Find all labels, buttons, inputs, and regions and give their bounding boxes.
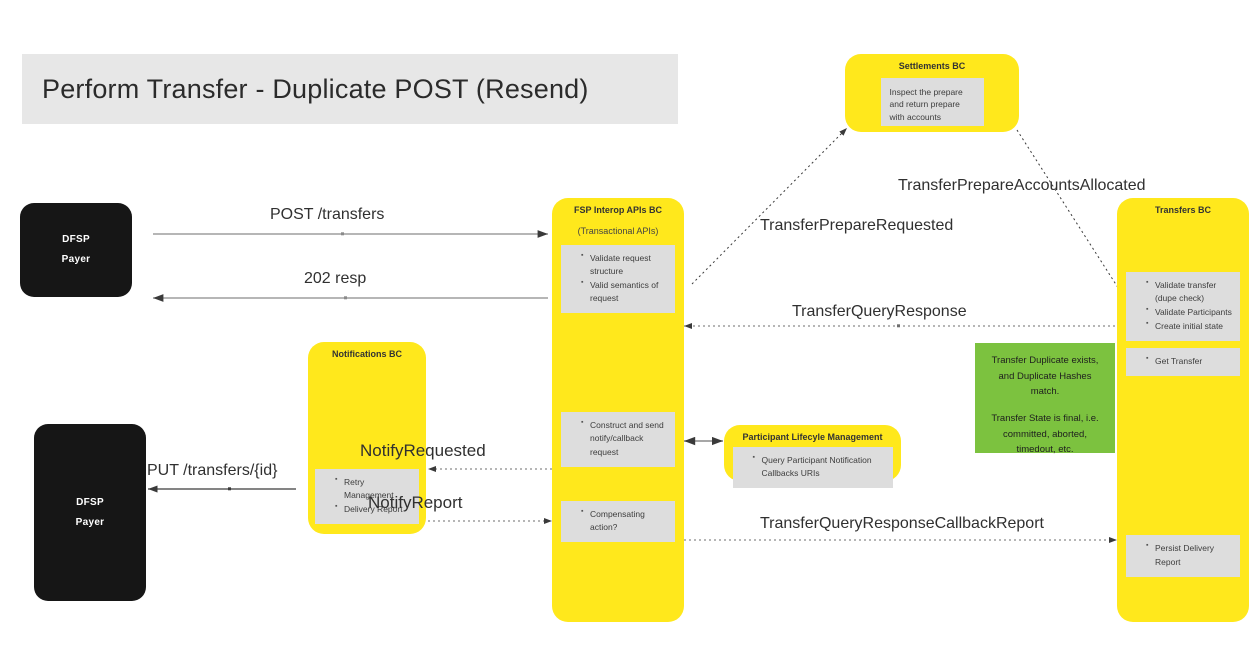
fsp-construct-item-0: Construct and send notify/callback reque…	[581, 418, 667, 459]
notifications-item-0: Retry Management	[335, 475, 411, 502]
settlements-bc-title: Settlements BC	[898, 61, 966, 71]
actor-dfsp-payer-bottom: DFSP Payer	[34, 424, 146, 601]
settlements-bc-note: Inspect the prepare and return prepare w…	[880, 77, 984, 126]
label-notify-requested: NotifyRequested	[360, 441, 486, 460]
label-notify-report: NotifyReport	[368, 493, 463, 512]
decision-note-line2: Transfer State is final, i.e. committed,…	[991, 413, 1099, 456]
edge-202-resp	[153, 294, 548, 302]
notifications-note: Retry Management Delivery Report	[315, 468, 419, 525]
participant-lifecycle-item-0: Query Participant Notification Callbacks…	[753, 453, 885, 480]
transfers-note-validate: Validate transfer (dupe check) Validate …	[1126, 271, 1240, 342]
edge-post-transfers	[153, 230, 548, 238]
lane-settlements-bc: Settlements BC Inspect the prepare and r…	[845, 54, 1019, 132]
edge-transfer-query-response	[684, 323, 1115, 329]
actor-top-line2: Payer	[61, 254, 91, 265]
fsp-validate-item-0: Validate request structure	[581, 251, 667, 278]
notifications-item-1: Delivery Report	[335, 502, 411, 516]
transfers-validate-item-2: Create initial state	[1146, 319, 1232, 333]
transfers-note-get-transfer: Get Transfer	[1126, 348, 1240, 377]
label-transfer-prepare-requested: TransferPrepareRequested	[760, 217, 954, 234]
transfers-note-persist: Persist Delivery Report	[1126, 535, 1240, 577]
actor-bottom-line1: DFSP	[76, 496, 104, 508]
title-banner: Perform Transfer - Duplicate POST (Resen…	[22, 54, 678, 124]
transfers-validate-item-1: Validate Participants	[1146, 305, 1232, 319]
edge-put-transfers-id	[148, 485, 296, 493]
participant-lifecycle-title: Participant Lifecyle Management	[742, 432, 883, 442]
transfers-bc-title: Transfers BC	[1154, 205, 1212, 215]
actor-dfsp-payer-top: DFSP Payer	[20, 203, 132, 297]
fsp-validate-item-1: Valid semantics of request	[581, 278, 667, 305]
label-transfer-query-response: TransferQueryResponse	[792, 303, 967, 320]
fsp-interop-bc-title: FSP Interop APIs BC	[573, 205, 662, 215]
label-transfer-prepare-accounts-allocated: TransferPrepareAccountsAllocated	[898, 177, 1146, 194]
fsp-compensate-item-0: Compensating action?	[581, 507, 667, 534]
lane-fsp-interop-bc: FSP Interop APIs BC (Transactional APIs)…	[552, 198, 684, 622]
participant-lifecycle-note: Query Participant Notification Callbacks…	[732, 446, 893, 488]
label-put-transfers-id: PUT /transfers/{id}	[147, 462, 278, 479]
lane-participant-lifecycle-management: Participant Lifecyle Management Query Pa…	[724, 425, 901, 488]
label-transfer-query-response-callback-report: TransferQueryResponseCallbackReport	[760, 515, 1044, 532]
decision-note-duplicate: Transfer Duplicate exists, and Duplicate…	[975, 343, 1115, 455]
notifications-bc-title: Notifications BC	[331, 349, 402, 359]
actor-top-line1: DFSP	[62, 234, 90, 245]
page-title: Perform Transfer - Duplicate POST (Resen…	[42, 73, 589, 104]
label-202-resp: 202 resp	[304, 270, 367, 287]
transfers-get-item-0: Get Transfer	[1146, 354, 1232, 368]
fsp-interop-note-construct: Construct and send notify/callback reque…	[561, 412, 675, 467]
lane-transfers-bc: Transfers BC Validate transfer (dupe che…	[1117, 198, 1249, 622]
fsp-interop-bc-subtitle: (Transactional APIs)	[577, 225, 659, 236]
actor-bottom-line2: Payer	[75, 516, 105, 528]
transfers-validate-item-0: Validate transfer (dupe check)	[1146, 278, 1232, 305]
lane-notifications-bc: Notifications BC Retry Management Delive…	[308, 342, 426, 534]
fsp-interop-note-compensating: Compensating action?	[561, 500, 675, 543]
edge-transfer-prepare-requested	[691, 127, 848, 285]
transfers-persist-item-0: Persist Delivery Report	[1146, 541, 1232, 568]
fsp-interop-note-validate: Validate request structure Valid semanti…	[561, 244, 675, 314]
label-post-transfers: POST /transfers	[270, 206, 385, 223]
decision-note-line1: Transfer Duplicate exists, and Duplicate…	[991, 355, 1099, 398]
edge-transfer-prepare-accounts-allocated	[1016, 129, 1125, 298]
